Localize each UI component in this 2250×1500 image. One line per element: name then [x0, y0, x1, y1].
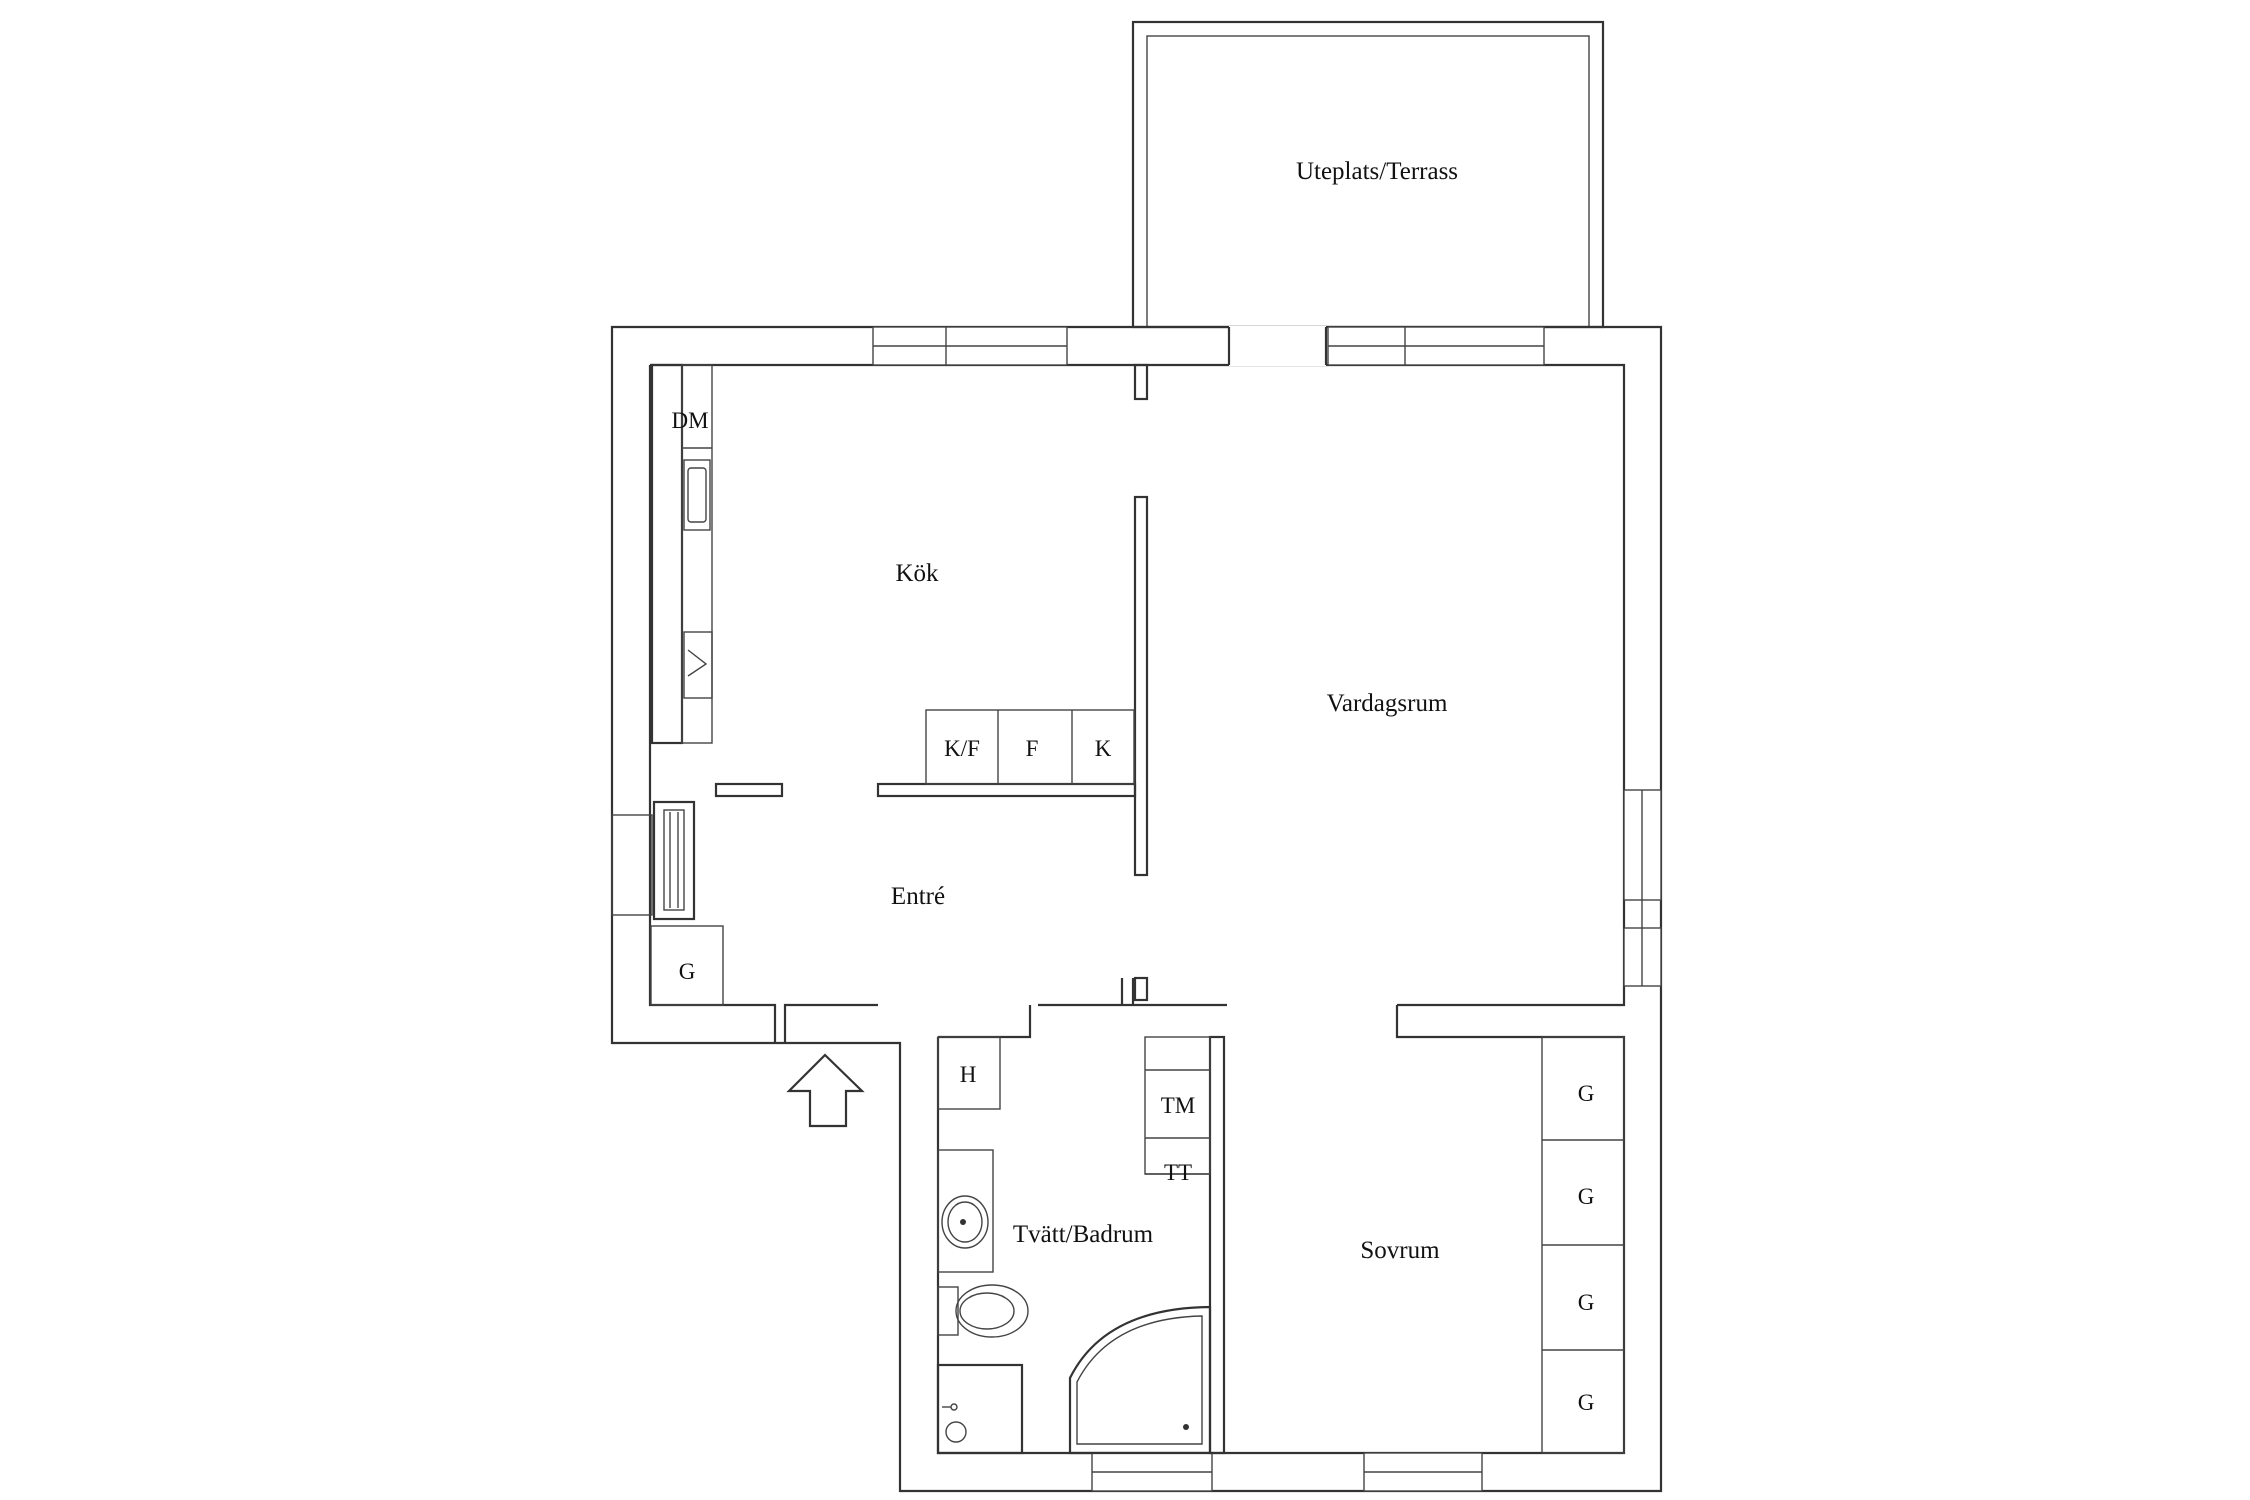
room-label-entrance: Entré	[891, 883, 945, 910]
room-label-bedroom: Sovrum	[1360, 1237, 1440, 1264]
room-label-living: Vardagsrum	[1327, 690, 1448, 717]
outer-walls	[610, 325, 1663, 1493]
label-wardrobe-3: G	[1578, 1290, 1595, 1315]
label-hall-cabinet: H	[960, 1062, 977, 1087]
kitchen-counter	[650, 363, 713, 745]
entry-arrow-icon	[786, 1053, 865, 1128]
label-wardrobe-2: G	[1578, 1184, 1595, 1209]
label-dishwasher: DM	[671, 408, 708, 433]
stove-icon	[683, 631, 713, 699]
interior-walls	[714, 363, 1226, 1455]
label-freezer: F	[1026, 736, 1039, 761]
room-label-laundry-bath: Tvätt/Badrum	[1013, 1221, 1154, 1248]
label-dryer: TM	[1161, 1093, 1196, 1118]
label-entrance-wardrobe: G	[679, 959, 696, 984]
kitchen-appliance-row	[925, 709, 1135, 785]
room-label-terrace: Uteplats/Terrass	[1296, 158, 1458, 185]
bottom-windows	[1091, 1452, 1483, 1492]
shower-icon	[936, 1363, 1024, 1455]
corner-bathtub-icon	[1068, 1305, 1212, 1455]
hall-cabinet	[937, 1036, 1001, 1110]
label-wardrobe-1: G	[1578, 1081, 1595, 1106]
right-windows	[1623, 789, 1662, 987]
label-washer: TT	[1164, 1160, 1192, 1185]
label-fridge-freezer: K/F	[944, 736, 980, 761]
sink-icon-kitchen	[683, 459, 711, 531]
toilet-icon	[937, 1284, 1029, 1338]
laundry-machines	[1144, 1036, 1211, 1175]
room-label-kitchen: Kök	[895, 560, 939, 587]
bedroom-wardrobes	[1541, 1036, 1625, 1454]
label-fridge: K	[1095, 736, 1112, 761]
entrance-wardrobe	[650, 925, 724, 1006]
top-windows	[872, 326, 1545, 366]
radiator-icon	[611, 800, 696, 921]
label-wardrobe-4: G	[1578, 1390, 1595, 1415]
sink-icon	[937, 1149, 994, 1273]
